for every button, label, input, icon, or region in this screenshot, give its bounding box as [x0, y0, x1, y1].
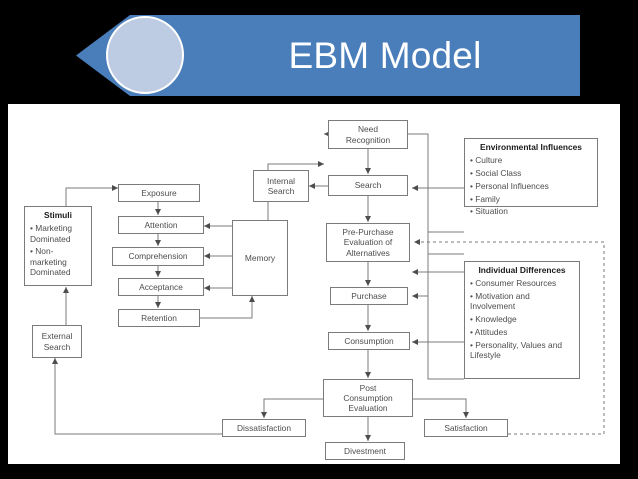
external-search-label: External Search	[41, 331, 73, 352]
node-purchase[interactable]: Purchase	[330, 287, 408, 305]
divestment-label: Divestment	[344, 445, 386, 456]
memory-label: Memory	[244, 252, 276, 263]
node-internal-search[interactable]: Internal Search	[253, 170, 309, 202]
node-exposure[interactable]: Exposure	[118, 184, 200, 202]
retention-label: Retention	[141, 312, 177, 323]
need-recognition-label: Need Recognition	[345, 124, 391, 145]
environmental-influences-item-2: • Personal Influences	[470, 180, 549, 191]
node-need-recognition[interactable]: Need Recognition	[328, 120, 408, 149]
purchase-label: Purchase	[351, 290, 387, 301]
node-dissatisfaction[interactable]: Dissatisfaction	[222, 419, 306, 437]
individual-differences-item-0: • Consumer Resources	[470, 278, 557, 289]
individual-differences-item-4: • Personality, Values and Lifestyle	[470, 339, 563, 360]
diagram-canvas: Stimuli • Marketing Dominated • Non-mark…	[8, 104, 620, 464]
banner-shape	[76, 15, 580, 96]
post-consumption-label: Post Consumption Evaluation	[343, 382, 393, 414]
title-banner: EBM Model	[70, 13, 582, 98]
node-attention[interactable]: Attention	[118, 216, 204, 234]
node-stimuli[interactable]: Stimuli • Marketing Dominated • Non-mark…	[24, 206, 92, 286]
attention-label: Attention	[144, 219, 178, 230]
stimuli-item-1: • Non-marketing Dominated	[30, 246, 71, 277]
node-pre-purchase-evaluation[interactable]: Pre-Purchase Evaluation of Alternatives	[326, 223, 410, 262]
node-satisfaction[interactable]: Satisfaction	[424, 419, 508, 437]
stimuli-header: Stimuli	[44, 210, 72, 220]
node-environmental-influences[interactable]: Environmental Influences • Culture • Soc…	[464, 138, 598, 216]
satisfaction-label: Satisfaction	[444, 422, 488, 433]
individual-differences-item-2: • Knowledge	[470, 314, 517, 324]
node-individual-differences[interactable]: Individual Differences • Consumer Resour…	[464, 261, 580, 379]
search-label: Search	[354, 180, 382, 191]
node-comprehension[interactable]: Comprehension	[112, 247, 204, 266]
acceptance-label: Acceptance	[139, 281, 183, 292]
environmental-influences-item-3: • Family	[470, 193, 500, 204]
node-post-consumption-evaluation[interactable]: Post Consumption Evaluation	[323, 379, 413, 417]
node-consumption[interactable]: Consumption	[328, 332, 410, 350]
node-memory[interactable]: Memory	[232, 220, 288, 296]
environmental-influences-header: Environmental Influences	[480, 142, 582, 152]
node-search[interactable]: Search	[328, 175, 408, 196]
exposure-label: Exposure	[141, 187, 177, 198]
consumption-label: Consumption	[344, 335, 394, 346]
node-external-search[interactable]: External Search	[32, 325, 82, 358]
environmental-influences-item-4: • Situation	[470, 206, 508, 217]
node-divestment[interactable]: Divestment	[325, 442, 405, 460]
environmental-influences-item-1: • Social Class	[470, 168, 522, 178]
individual-differences-header: Individual Differences	[478, 265, 566, 275]
node-acceptance[interactable]: Acceptance	[118, 278, 204, 296]
comprehension-label: Comprehension	[128, 251, 188, 262]
environmental-influences-item-0: • Culture	[470, 155, 503, 166]
node-retention[interactable]: Retention	[118, 309, 200, 327]
individual-differences-item-1: • Motivation and Involvement	[470, 291, 530, 312]
stimuli-item-0: • Marketing Dominated	[30, 223, 73, 244]
individual-differences-item-3: • Attitudes	[470, 326, 508, 337]
internal-search-label: Internal Search	[267, 175, 295, 196]
page-title: EBM Model	[288, 34, 482, 76]
dissatisfaction-label: Dissatisfaction	[237, 422, 291, 433]
pre-purchase-label: Pre-Purchase Evaluation of Alternatives	[342, 227, 394, 258]
